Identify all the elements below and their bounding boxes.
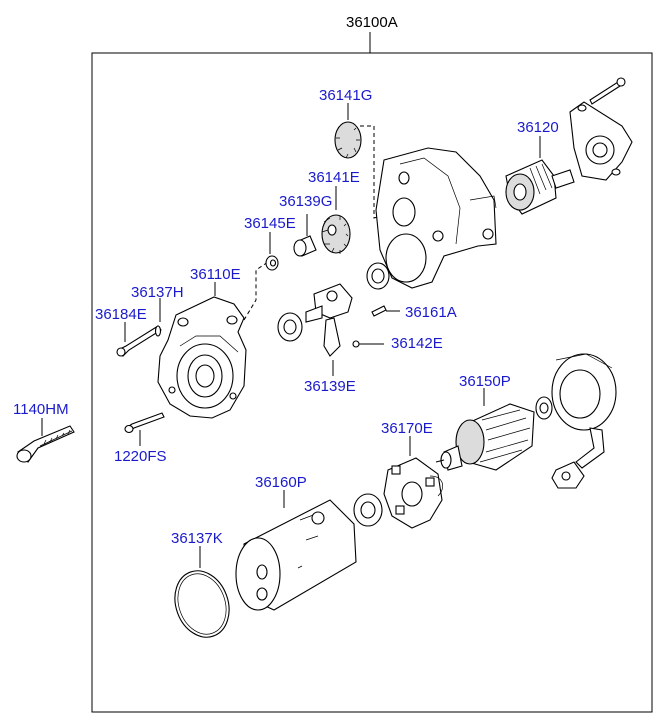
assembly-frame: 36100A (91, 14, 653, 713)
part-label-36139g[interactable]: 36139G (279, 193, 332, 210)
part-label-1140hm[interactable]: 1140HM (13, 401, 69, 418)
lever-36139e-part (305, 283, 353, 376)
bolt-36184e-part (116, 322, 162, 357)
yoke-36160p-part (235, 490, 357, 611)
part-label-36141e[interactable]: 36141E (308, 169, 360, 186)
part-label-1220fs[interactable]: 1220FS (114, 448, 167, 465)
long-bolt-part (16, 418, 75, 463)
part-labels: 36141G 36120 36141E 36139G 36145E 36110E… (13, 87, 559, 547)
armature-36150p-part (435, 388, 535, 471)
part-label-36141g[interactable]: 36141G (319, 87, 372, 104)
brush-holder-36170e-part (383, 436, 444, 529)
part-label-36184e[interactable]: 36184E (95, 306, 147, 323)
bearing-left-part (277, 312, 303, 342)
o-ring-36137k-part (174, 546, 230, 638)
part-label-36170e[interactable]: 36170E (381, 420, 433, 437)
part-label-36161a[interactable]: 36161A (405, 304, 457, 321)
part-label-36150p[interactable]: 36150P (459, 373, 511, 390)
pinion-36120-part (505, 136, 575, 215)
bolt-1220fs-part (124, 412, 165, 446)
bearing-upper-part (366, 262, 390, 290)
rear-cover-part (551, 353, 617, 489)
part-label-36120[interactable]: 36120 (517, 119, 559, 136)
drive-housing-part (375, 147, 497, 289)
part-label-36139e[interactable]: 36139E (304, 378, 356, 395)
part-label-36142e[interactable]: 36142E (391, 335, 443, 352)
washer-36137h-part (154, 298, 162, 337)
part-label-36160p[interactable]: 36160P (255, 474, 307, 491)
bushing-36139g-part (293, 214, 317, 257)
screw-36161a-part (371, 305, 400, 317)
assembly-label: 36100A (346, 14, 398, 31)
part-label-36145e[interactable]: 36145E (244, 215, 296, 232)
washer-36145e-part (265, 232, 279, 271)
ball-36142e-part (352, 340, 384, 348)
gear-36141e-part (321, 186, 351, 254)
front-housing-36110e-part (157, 261, 269, 419)
bearing-lower-part (353, 493, 383, 527)
part-label-36110e[interactable]: 36110E (190, 266, 241, 283)
bearing-right-part (535, 396, 553, 420)
part-label-36137h[interactable]: 36137H (131, 284, 184, 301)
part-label-36137k[interactable]: 36137K (171, 530, 223, 547)
end-plate-part (569, 77, 633, 181)
